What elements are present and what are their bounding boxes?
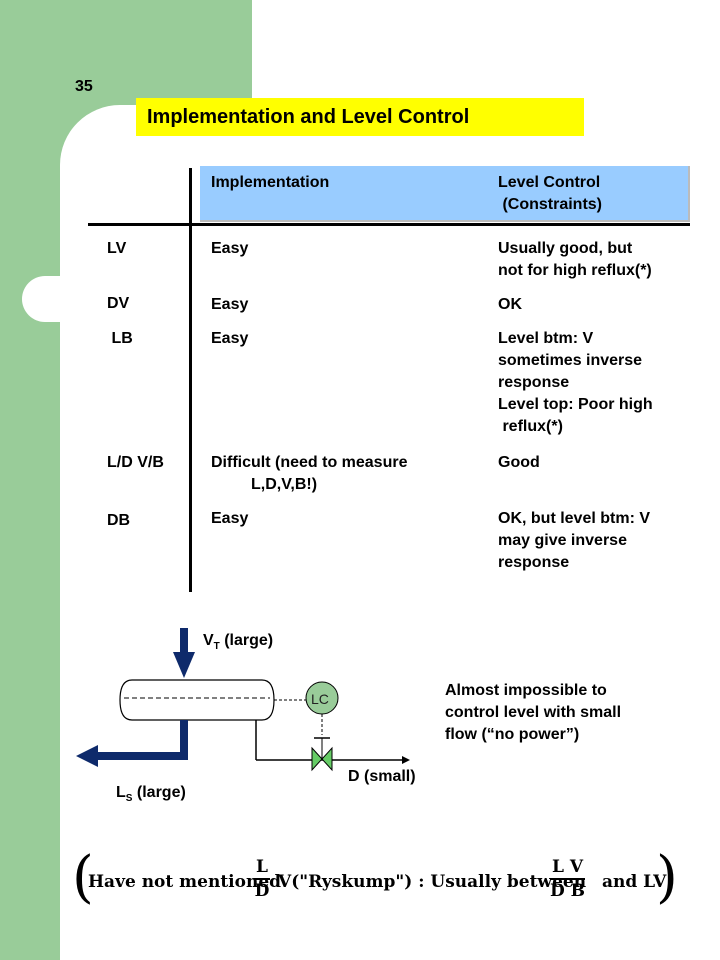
- row-implementation-db: Easy: [211, 510, 249, 527]
- control-valve: [311, 737, 333, 772]
- formula-part1: Have not mentioned: [88, 872, 282, 892]
- vt-label: VT (large): [203, 632, 274, 653]
- row-implementation-ldvb: Difficult (need to measure L,D,V,B!): [211, 454, 408, 493]
- ls-outlet-arrow: [76, 720, 188, 767]
- row-level-control-lb: Level btm: V sometimes inverse response …: [498, 330, 653, 435]
- row-implementation-dv: Easy: [211, 296, 249, 313]
- row-level-control-ldvb: Good: [498, 454, 540, 471]
- row-config-lb: LB: [107, 330, 133, 347]
- formula-left-paren: (: [72, 845, 94, 910]
- header-implementation: Implementation: [211, 174, 330, 191]
- slide-number: 35: [75, 78, 93, 95]
- table-header-background: [200, 166, 690, 222]
- row-implementation-lb: Easy: [211, 330, 249, 347]
- d-label: D (small): [348, 768, 416, 785]
- row-level-control-dv: OK: [498, 296, 522, 313]
- formula-fraction-ld: L D: [254, 857, 270, 901]
- ls-label: LS (large): [116, 784, 186, 805]
- green-background-left: [0, 0, 60, 960]
- formula-part2: V("Ryskump") : Usually between: [278, 872, 587, 892]
- row-level-control-db: OK, but level btm: V may give inverse re…: [498, 510, 651, 571]
- diagram-note: Almost impossible to control level with …: [445, 682, 622, 743]
- d-outlet-line: [255, 720, 410, 764]
- row-implementation-lv: Easy: [211, 240, 249, 257]
- formula-part3: and LV: [602, 872, 667, 892]
- table-horizontal-divider: [88, 223, 690, 226]
- formula-right-paren: ): [656, 845, 678, 910]
- accumulator-drum: [119, 679, 275, 721]
- formula-fraction-lvdb: L V D B: [550, 857, 586, 901]
- title-box: [136, 98, 584, 136]
- row-level-control-lv: Usually good, but not for high reflux(*): [498, 240, 652, 279]
- header-level-control: Level Control (Constraints): [498, 174, 602, 213]
- content-panel: [60, 105, 720, 960]
- slide-title: Implementation and Level Control: [147, 106, 470, 128]
- panel-notch: [22, 276, 82, 322]
- table-vertical-divider: [189, 168, 192, 592]
- vt-arrow: [173, 628, 195, 678]
- formula: ( Have not mentioned L D V("Ryskump") : …: [72, 848, 678, 916]
- lc-label: LC: [311, 691, 329, 707]
- level-controller: [274, 681, 339, 735]
- row-config-lv: LV: [107, 240, 127, 257]
- row-config-db: DB: [107, 512, 131, 529]
- row-config-dv: DV: [107, 295, 130, 312]
- row-config-ldvb: L/D V/B: [107, 454, 164, 471]
